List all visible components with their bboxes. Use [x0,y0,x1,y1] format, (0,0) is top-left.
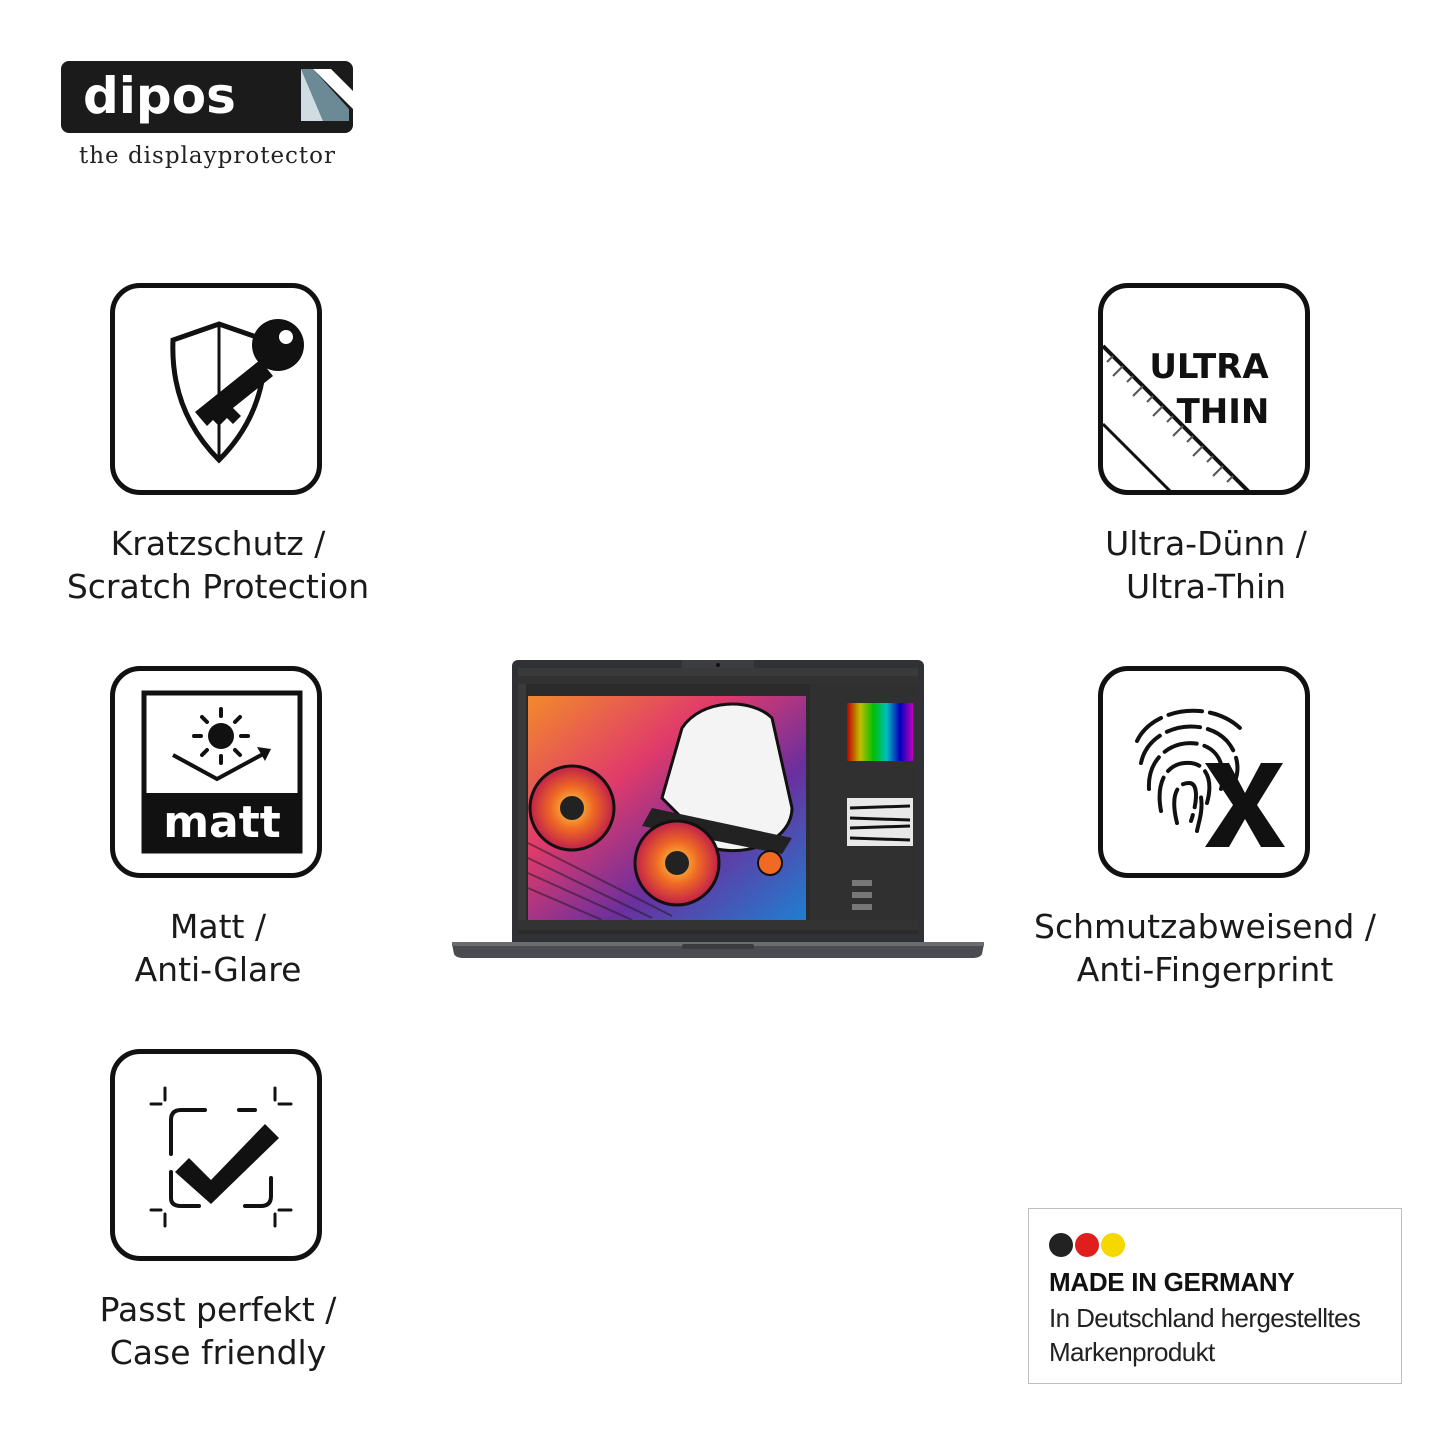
caption-anti-fingerprint: Schmutzabweisend / Anti-Fingerprint [1005,905,1405,991]
subtext-line: Markenprodukt [1049,1337,1215,1367]
caption-line: Passt perfekt / [99,1290,337,1329]
caption-matt: Matt / Anti-Glare [38,905,398,991]
made-in-germany-subtext: In Deutschland hergestelltes Markenprodu… [1049,1301,1399,1369]
matt-sun-icon: matt [141,690,303,854]
caption-ultra-thin: Ultra-Dünn / Ultra-Thin [1026,522,1386,608]
ultra-thin-icon: ULTRA THIN [1103,344,1270,490]
caption-line: Anti-Fingerprint [1076,950,1334,989]
gold-dot [1101,1233,1125,1257]
fingerprint-x-icon [1135,708,1285,847]
anti-fingerprint-tile [1098,666,1310,878]
black-dot [1049,1233,1073,1257]
check-frame-icon [149,1086,293,1228]
made-in-germany-heading: MADE IN GERMANY [1049,1267,1295,1297]
caption-line: Anti-Glare [134,950,302,989]
caption-line: Ultra-Dünn / [1105,524,1307,563]
matt-label: matt [163,797,281,848]
made-in-germany-badge: MADE IN GERMANY In Deutschland hergestel… [1028,1208,1402,1384]
caption-line: Ultra-Thin [1125,567,1287,606]
caption-line: Scratch Protection [66,567,370,606]
ultra-label: ULTRA [1149,347,1269,387]
caption-line: Kratzschutz / [110,524,326,563]
ultra-thin-tile: ULTRA THIN [1098,283,1310,495]
red-dot [1075,1233,1099,1257]
brand-tagline: the displayprotector [78,143,337,169]
scratch-protection-tile [110,283,322,495]
shield-key-icon [170,319,304,464]
matt-tile: matt [110,666,322,878]
germany-flag-dots [1049,1233,1127,1261]
brand-name: dipos [83,67,236,125]
thin-label: THIN [1177,392,1270,432]
caption-scratch-protection: Kratzschutz / Scratch Protection [38,522,398,608]
caption-line: Matt / [169,907,267,946]
caption-line: Schmutzabweisend / [1034,907,1376,946]
dipos-logo: dipos [61,61,353,133]
case-friendly-tile [110,1049,322,1261]
subtext-line: In Deutschland hergestelltes [1049,1303,1361,1333]
caption-case-friendly: Passt perfekt / Case friendly [38,1288,398,1374]
caption-line: Case friendly [109,1333,327,1372]
laptop-image [452,658,984,964]
